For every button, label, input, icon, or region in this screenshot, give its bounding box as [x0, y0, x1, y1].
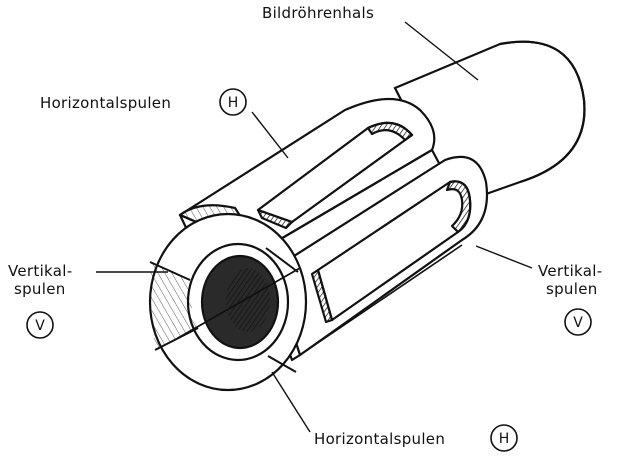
front-end-rings — [148, 212, 308, 392]
leader-neck — [404, 21, 479, 81]
mark-horizontal-top: H — [219, 88, 247, 116]
leader-horizontal-bottom — [271, 371, 311, 433]
svg-text:V: V — [35, 318, 45, 334]
leader-horizontal-top — [251, 111, 289, 159]
leader-vertical-right — [475, 245, 533, 269]
svg-text:V: V — [573, 315, 583, 331]
label-vertical-right-line2: spulen — [546, 280, 598, 298]
svg-text:H: H — [228, 95, 239, 111]
horizontal-coil-top — [178, 97, 442, 272]
mark-vertical-left: V — [26, 311, 54, 339]
mark-vertical-right: V — [564, 308, 592, 336]
svg-text:H: H — [499, 431, 510, 447]
mark-horizontal-bottom: H — [490, 424, 518, 452]
leader-lines — [96, 21, 533, 433]
label-neck: Bildröhrenhals — [262, 4, 374, 22]
label-vertical-right-line1: Vertikal- — [538, 262, 602, 280]
label-horizontal-top: Horizontalspulen — [40, 94, 171, 112]
label-horizontal-bottom: Horizontalspulen — [314, 430, 445, 448]
label-vertical-left-line1: Vertikal- — [8, 262, 72, 280]
label-vertical-left-line2: spulen — [14, 280, 66, 298]
